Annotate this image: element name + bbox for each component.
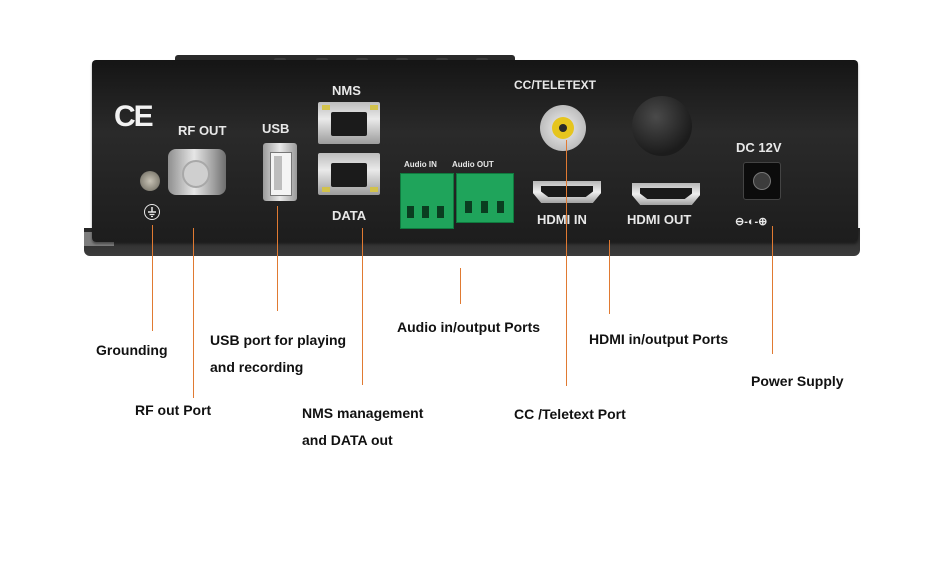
nms-led [322, 105, 330, 110]
audio-leader-line [460, 268, 461, 304]
data-label: DATA [332, 208, 367, 223]
terminal-slot [465, 201, 472, 213]
nms-ethernet-socket [331, 112, 367, 136]
audio-out-label: Audio OUT [452, 160, 494, 169]
terminal-slot [497, 201, 504, 213]
rf-connector-core [182, 160, 210, 188]
data-ethernet-socket [331, 163, 367, 187]
callout-nms-line2: and DATA out [302, 432, 393, 448]
rf-out-leader-line [193, 228, 194, 398]
nms-led [370, 105, 378, 110]
power-leader-line [772, 226, 773, 354]
usb-port-tab [274, 156, 282, 190]
callout-cc-teletext-port: CC /Teletext Port [514, 406, 626, 422]
rf-out-label: RF OUT [178, 123, 227, 138]
audio-in-label: Audio IN [404, 160, 437, 169]
ground-icon [144, 204, 160, 220]
grounding-leader-line [152, 225, 153, 331]
terminal-slot [437, 206, 444, 218]
usb-leader-line [277, 206, 278, 311]
hdmi-out-socket [640, 188, 692, 199]
dc-power-pin [753, 172, 771, 190]
callout-rf-out-port: RF out Port [135, 402, 212, 418]
callout-audio-ports: Audio in/output Ports [397, 319, 541, 335]
hdmi-in-socket [541, 186, 593, 197]
terminal-slot [422, 206, 429, 218]
callout-usb-port-line2: and recording [210, 359, 304, 375]
callout-nms-line1: NMS management [302, 405, 424, 421]
data-led [370, 187, 378, 192]
audio-in-terminal [400, 173, 454, 229]
hdmi-out-label: HDMI OUT [627, 212, 692, 227]
cc-teletext-label: CC/TELETEXT [514, 78, 597, 92]
rca-connector-pin [559, 124, 567, 132]
audio-out-terminal [456, 173, 514, 223]
data-led [322, 187, 330, 192]
hdmi-in-label: HDMI IN [537, 212, 587, 227]
terminal-slot [481, 201, 488, 213]
callout-hdmi-ports: HDMI in/output Ports [589, 331, 729, 347]
cc-teletext-leader-line [566, 140, 567, 386]
nms-leader-line [362, 228, 363, 385]
round-knob [632, 96, 692, 156]
usb-label: USB [262, 121, 290, 136]
callout-usb-port-line1: USB port for playing [210, 332, 347, 348]
polarity-symbol: ⊖-◐-⊕ [735, 216, 768, 228]
nms-label: NMS [332, 83, 361, 98]
callout-power-supply: Power Supply [751, 373, 844, 389]
hdmi-leader-line [609, 240, 610, 314]
grounding-screw [140, 171, 160, 191]
callout-grounding: Grounding [96, 342, 168, 358]
ce-mark: CE [114, 100, 154, 133]
terminal-slot [407, 206, 414, 218]
dc-label: DC 12V [736, 140, 782, 155]
